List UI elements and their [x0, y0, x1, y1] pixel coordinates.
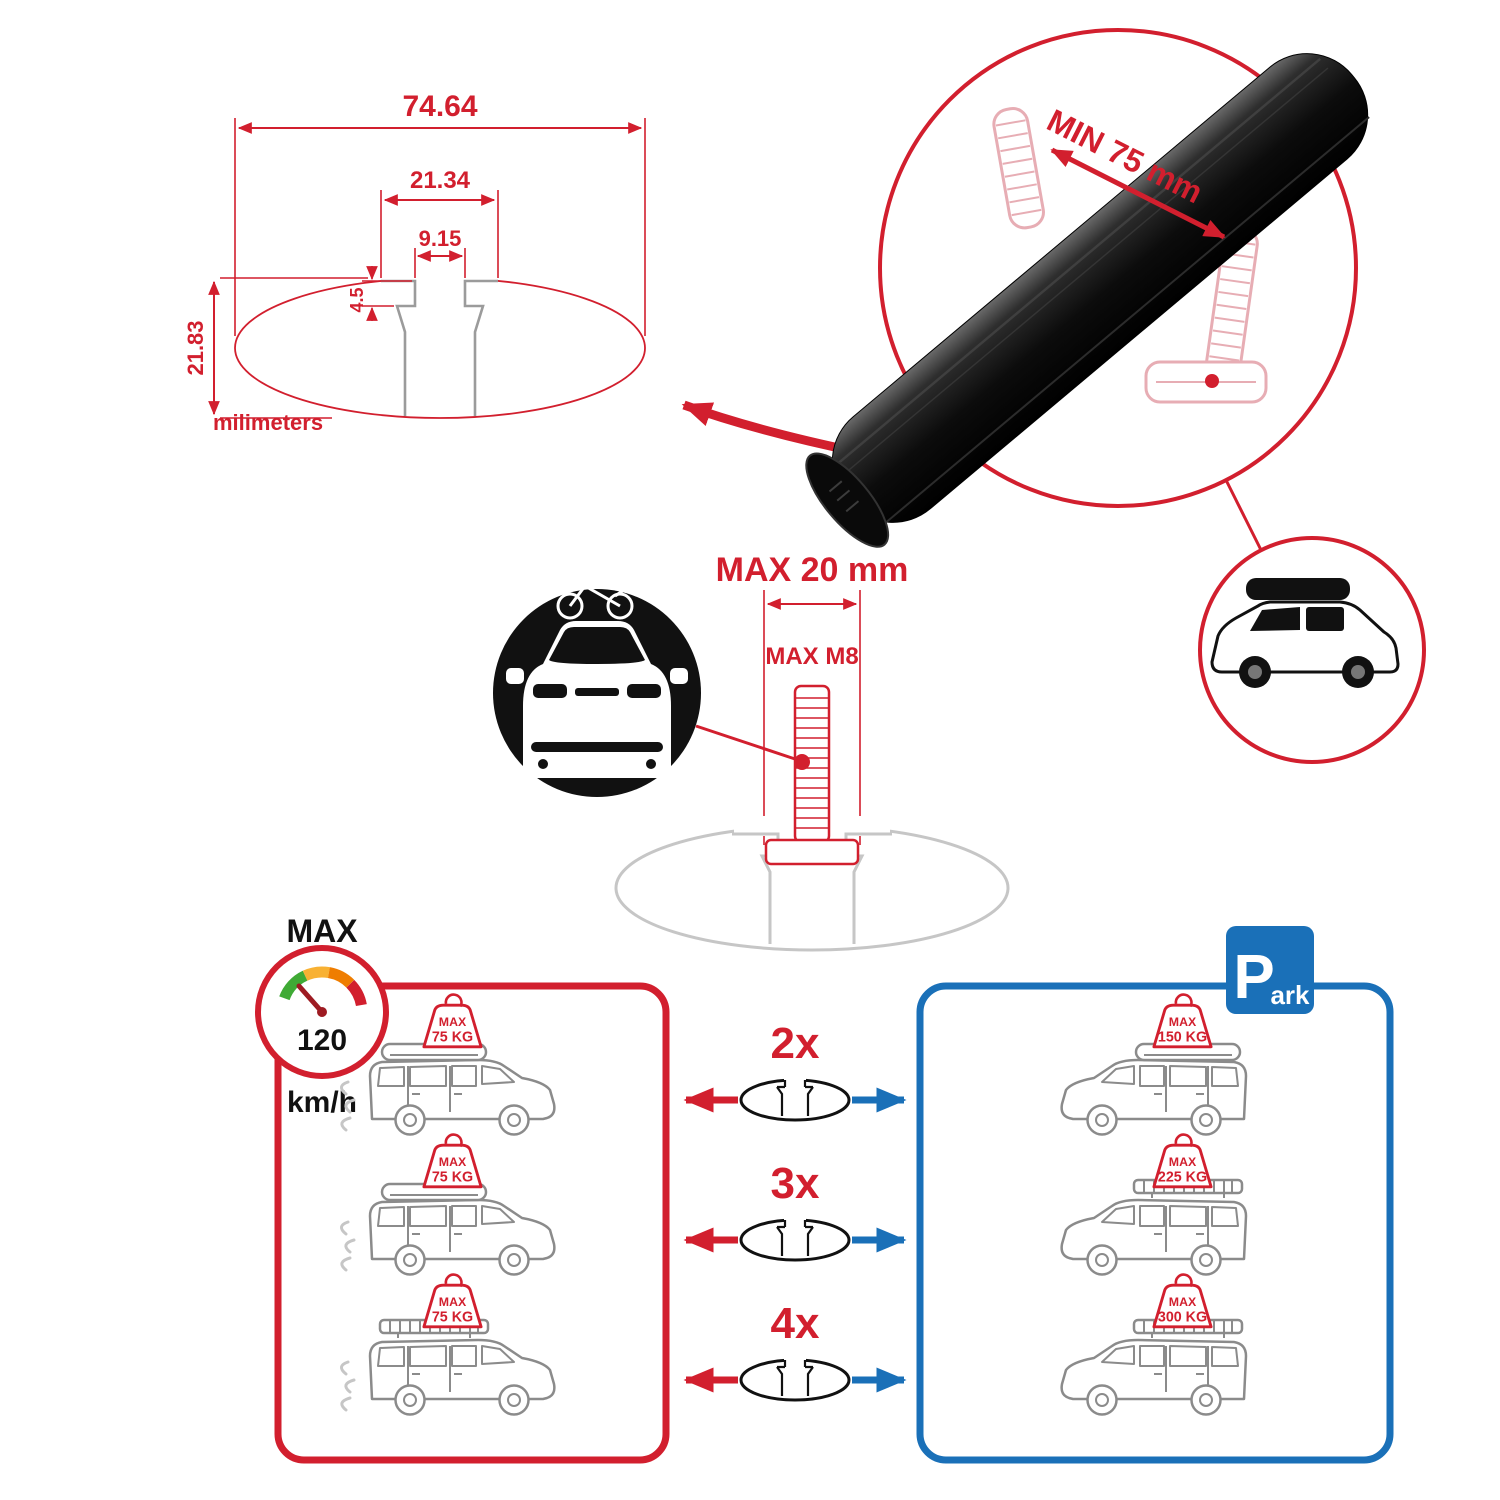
- svg-text:150 KG: 150 KG: [1158, 1030, 1207, 1046]
- multiplier-3x: 3x: [771, 1159, 820, 1208]
- crossbar-profile-drawing: 74.64 21.34 9.15 4.5 21.83 milimeters: [183, 90, 646, 435]
- speed-value: 120: [297, 1024, 347, 1057]
- profile-slot-left: [381, 279, 417, 416]
- parked-cars: MAX 150 KG MAX 225 KG MAX 300 KG: [1060, 993, 1248, 1416]
- max-bolt-label: MAX M8: [765, 643, 858, 670]
- svg-text:MAX: MAX: [439, 1295, 467, 1309]
- car-right-2: [1060, 1198, 1248, 1276]
- dim-height-total: 21.83: [183, 277, 368, 419]
- car-right-3: [1060, 1338, 1248, 1416]
- gauge-icon: [279, 966, 367, 1007]
- bolt-diagram: MAX 20 mm MAX M8: [614, 551, 1010, 952]
- clamp-bolt-dot: [1205, 374, 1219, 388]
- dim-width-total: 74.64: [234, 90, 646, 336]
- svg-text:75 KG: 75 KG: [432, 1170, 473, 1186]
- svg-text:225 KG: 225 KG: [1158, 1170, 1207, 1186]
- load-tag-right-2: MAX 225 KG: [1152, 1133, 1213, 1189]
- multiplier-column: 2x 3x 4x: [683, 1019, 907, 1402]
- crossbar-section-icon-3: [739, 1354, 851, 1402]
- gauge-needle: [296, 983, 325, 1015]
- crossbar-section-icon-2: [739, 1214, 851, 1262]
- dim-slot-inner-label: 9.15: [419, 226, 462, 251]
- svg-text:MAX: MAX: [1169, 1015, 1197, 1029]
- parking-panel: [916, 982, 1394, 1464]
- car-front-icon: [506, 621, 688, 778]
- bolt-icon: [764, 684, 860, 866]
- bike-icon: [556, 582, 634, 620]
- driving-panel: [274, 982, 670, 1464]
- car-left-1: [368, 1058, 556, 1136]
- bar-end-cap: [805, 452, 890, 548]
- driving-cars: MAX 75 KG MAX 75 KG MAX 75 KG: [339, 993, 556, 1416]
- crossbar-3d: [805, 53, 1370, 548]
- car-left-2: [368, 1198, 556, 1276]
- dim-slot-inner: 9.15: [414, 226, 466, 278]
- bolt-dot: [794, 754, 810, 770]
- dim-height-total-label: 21.83: [183, 320, 208, 375]
- crossbar-3d-detail: MIN 75 mm: [805, 28, 1370, 548]
- motion-swirls: [339, 1360, 356, 1412]
- load-tag-left-3: MAX 75 KG: [422, 1273, 483, 1329]
- svg-text:MAX: MAX: [439, 1015, 467, 1029]
- pointer-arrow: [681, 400, 859, 457]
- motion-swirls: [339, 1220, 356, 1272]
- max-width-ext-lines: [763, 590, 861, 845]
- crossbar-section-icon-1: [739, 1074, 851, 1122]
- svg-text:75 KG: 75 KG: [432, 1310, 473, 1326]
- park-sign: P ark: [1226, 926, 1314, 1014]
- dim-lip-depth-label: 4.5: [347, 287, 367, 312]
- load-tag-right-1: MAX 150 KG: [1152, 993, 1213, 1049]
- park-letter: P: [1233, 943, 1274, 1012]
- load-tag-left-2: MAX 75 KG: [422, 1133, 483, 1189]
- load-tag-right-3: MAX 300 KG: [1152, 1273, 1213, 1329]
- dim-slot-outer: 21.34: [380, 167, 499, 278]
- multiplier-4x: 4x: [771, 1299, 820, 1348]
- park-rest: ark: [1270, 980, 1310, 1010]
- svg-text:75 KG: 75 KG: [432, 1030, 473, 1046]
- load-tag-left-1: MAX 75 KG: [422, 993, 483, 1049]
- car-left-3: [368, 1338, 556, 1416]
- svg-text:MAX: MAX: [1169, 1295, 1197, 1309]
- svg-text:MAX: MAX: [439, 1155, 467, 1169]
- car-with-bike-badge: [493, 582, 701, 797]
- profile-slot-mask: [382, 268, 497, 282]
- profile-ellipse: [234, 277, 646, 419]
- profile-slot-right: [463, 279, 498, 416]
- max-width-label: MAX 20 mm: [716, 551, 909, 589]
- speed-gauge-badge: MAX 120 km/h: [255, 913, 389, 1119]
- bolt-connector-line: [695, 724, 799, 762]
- svg-text:MAX: MAX: [1169, 1155, 1197, 1169]
- car-right-1: [1060, 1058, 1248, 1136]
- speed-max-label: MAX: [286, 913, 358, 949]
- dim-slot-outer-label: 21.34: [410, 167, 471, 194]
- suv-with-roofbox-icon: [1210, 578, 1400, 688]
- dim-width-total-label: 74.64: [402, 90, 477, 123]
- min-span-arrow: [1050, 147, 1226, 240]
- dim-lip-depth: 4.5: [347, 266, 412, 321]
- units-label: milimeters: [213, 410, 323, 435]
- suv-roofbox-badge: [1198, 536, 1426, 764]
- svg-text:300 KG: 300 KG: [1158, 1310, 1207, 1326]
- multiplier-2x: 2x: [771, 1019, 820, 1068]
- suv-connector-line: [1224, 479, 1263, 551]
